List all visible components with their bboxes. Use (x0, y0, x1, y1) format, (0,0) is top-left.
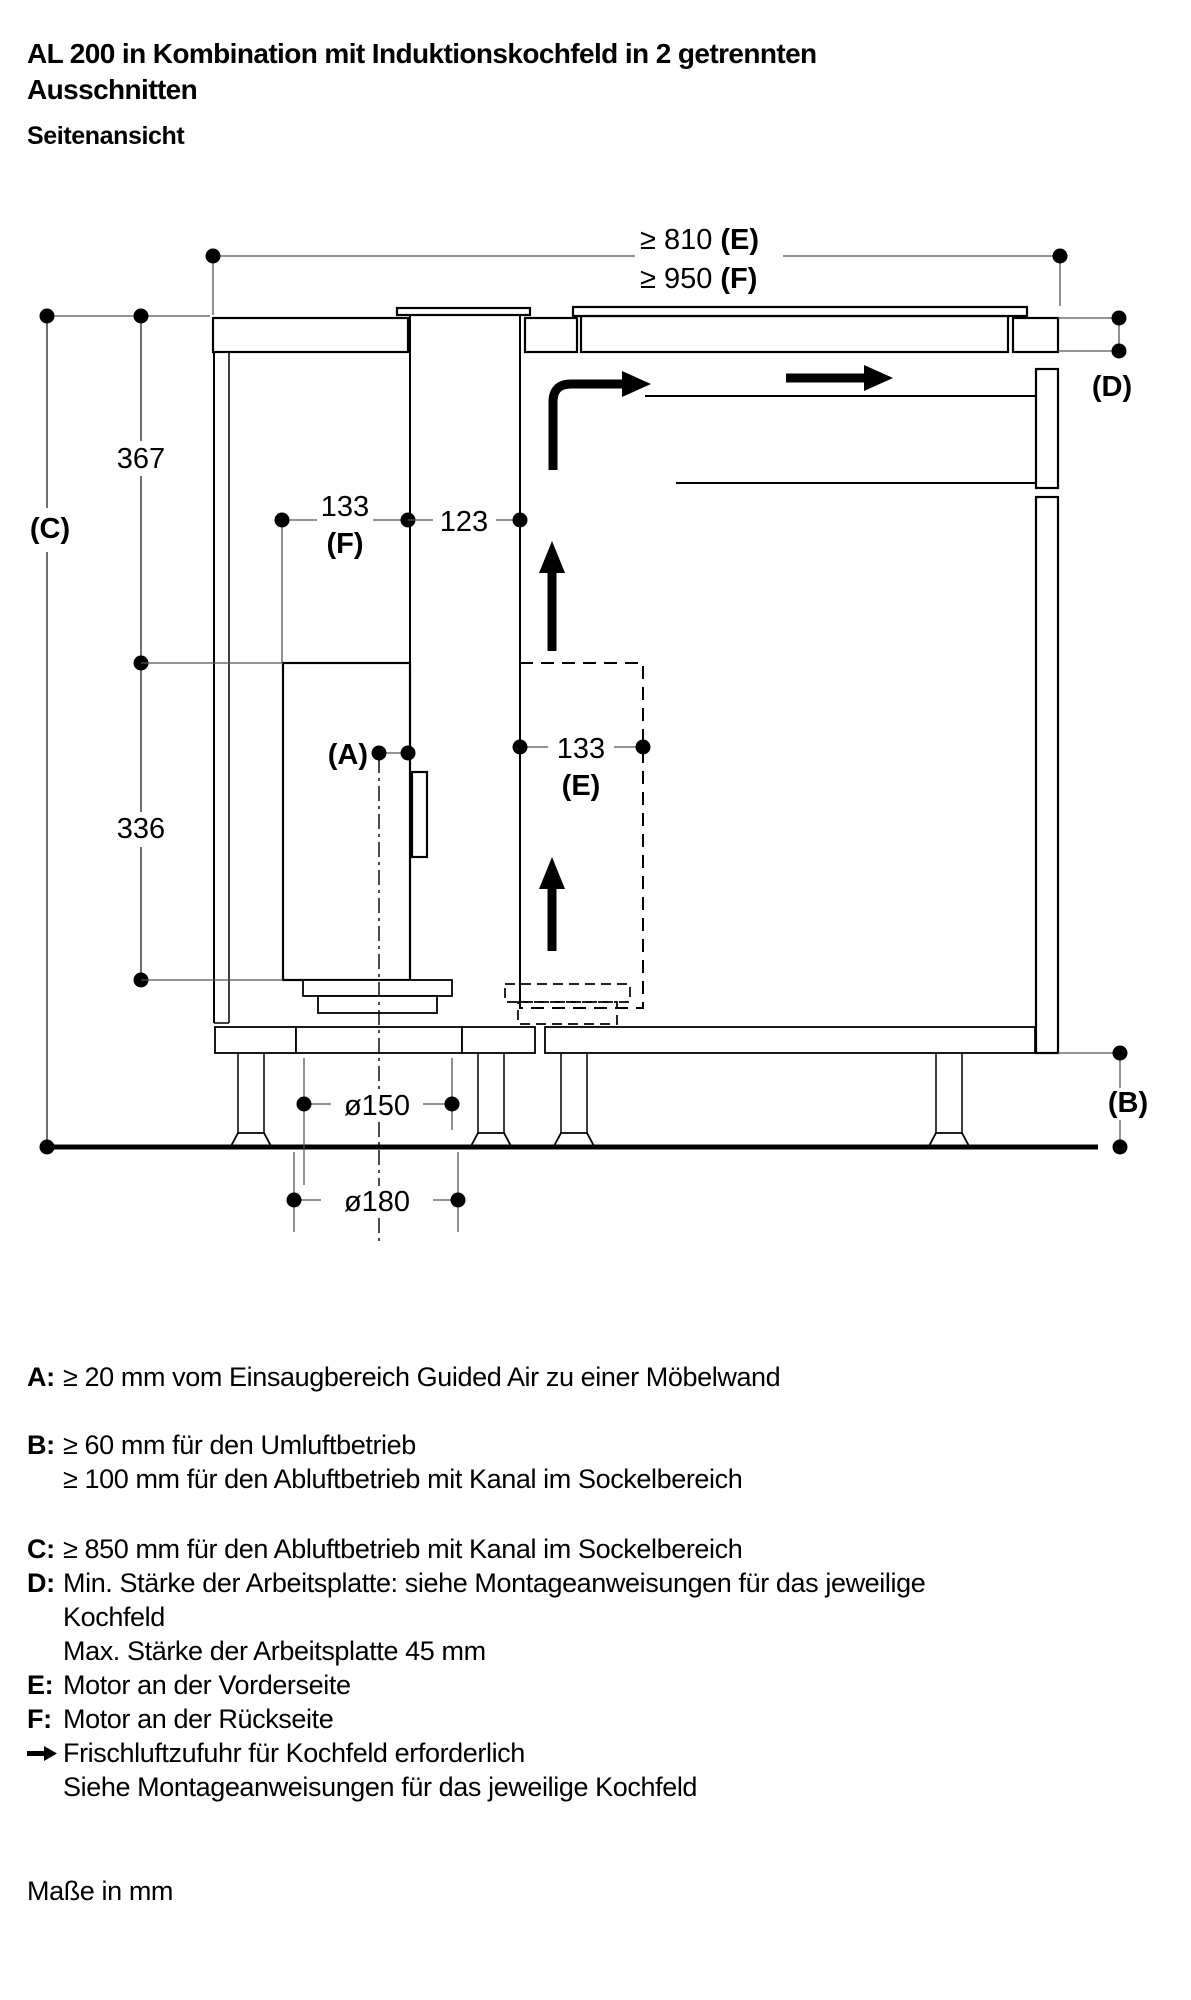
cooktop-body (579, 314, 1010, 354)
worktop-right-hatch (1011, 316, 1060, 354)
airflow-right-arrow-icon (786, 365, 893, 391)
plinth-duct-collar (302, 979, 631, 1025)
dimension-clearance-a: (A) (328, 739, 416, 1246)
airflow-up-arrow-icon (539, 857, 565, 951)
dim-ref-c: (C) (30, 513, 70, 545)
fresh-air-arrow-icon (27, 1736, 63, 1804)
legend-text: ≥ 20 mm vom Einsaugbereich Guided Air zu… (63, 1362, 781, 1392)
legend-text: Motor an der Rückseite (63, 1704, 334, 1734)
foot (927, 1053, 971, 1147)
legend-item-c: C: ≥ 850 mm für den Abluftbetrieb mit Ka… (27, 1532, 1177, 1566)
cabinet-shelves (645, 395, 1036, 484)
dim-dia150: ø150 (344, 1090, 410, 1122)
legend-item-e: E: Motor an der Vorderseite (27, 1668, 1177, 1702)
legend-key-a: A: (27, 1362, 55, 1392)
worktop (211, 316, 1060, 354)
dim-367: 367 (117, 443, 165, 475)
legend-text: Kochfeld (63, 1602, 165, 1632)
dimension-motor-front-width: 133 (E) (512, 733, 651, 802)
left-cabinet-wall (213, 352, 230, 1024)
dim-dia180: ø180 (344, 1186, 410, 1218)
legend-item-f: F: Motor an der Rückseite (27, 1702, 1177, 1736)
induction-cooktop (571, 305, 1029, 354)
dimension-duct-dia-180: ø180 (286, 1152, 466, 1232)
duct-top-grille (395, 306, 532, 317)
dimension-top-width: ≥ 810(E) ≥ 950(F) (205, 224, 1068, 315)
guided-air-intake (410, 770, 429, 859)
legend-key-b: B: (27, 1430, 55, 1460)
plinth-panel (214, 1026, 1036, 1054)
worktop-mid-hatch (523, 316, 579, 354)
airflow-up-arrow-icon (539, 541, 565, 651)
legend-key-f: F: (27, 1704, 52, 1734)
dimension-duct-dia-150: ø150 (296, 1058, 460, 1185)
legend-text: Max. Stärke der Arbeitsplatte 45 mm (63, 1636, 486, 1666)
dimension-worktop-thickness: (D) (1058, 310, 1132, 403)
title-block: AL 200 in Kombination mit Induktionskoch… (27, 36, 817, 151)
foot (469, 1053, 513, 1147)
dimension-motor-rear-width: 133 (F) (274, 491, 416, 663)
dim-top-f: ≥ 950(F) (640, 263, 757, 295)
airflow-arrows (539, 365, 893, 951)
foot (552, 1053, 596, 1147)
view-label: Seitenansicht (27, 122, 185, 150)
dim-336: 336 (117, 813, 165, 845)
cabinet-feet (229, 1053, 971, 1147)
legend-text: ≥ 60 mm für den Umluftbetrieb (63, 1430, 416, 1460)
dim-ref-b: (B) (1108, 1087, 1148, 1119)
legend-key-c: C: (27, 1534, 55, 1564)
foot (229, 1053, 273, 1147)
page-title: AL 200 in Kombination mit Induktionskoch… (27, 36, 817, 108)
legend-text: ≥ 850 mm für den Abluftbetrieb mit Kanal… (63, 1534, 743, 1564)
legend-text: Min. Stärke der Arbeitsplatte: siehe Mon… (63, 1568, 926, 1598)
legend-key-e: E: (27, 1670, 54, 1700)
legend-text: Motor an der Vorderseite (63, 1670, 351, 1700)
legend-item-b: B: ≥ 60 mm für den Umluftbetrieb ≥ 100 m… (27, 1428, 1177, 1496)
legend-text: Frischluftzufuhr für Kochfeld erforderli… (63, 1738, 525, 1768)
legend-item-fresh-air: Frischluftzufuhr für Kochfeld erforderli… (27, 1736, 1177, 1804)
right-cabinet-wall (1034, 367, 1060, 1055)
dim-133e-num: 133 (557, 733, 605, 765)
legend-text: ≥ 100 mm für den Abluftbetrieb mit Kanal… (63, 1464, 743, 1494)
dimension-plinth-height: (B) (1058, 1045, 1148, 1155)
motor-box-front-dashed (519, 662, 644, 1009)
dim-133f-num: 133 (321, 491, 369, 523)
dim-ref-d: (D) (1092, 371, 1132, 403)
worktop-left-hatch (211, 316, 410, 354)
dimension-duct-width: 123 (408, 506, 528, 538)
airflow-elbow-arrow-icon (548, 371, 651, 470)
units-note: Maße in mm (27, 1876, 174, 1906)
legend: A: ≥ 20 mm vom Einsaugbereich Guided Air… (27, 1360, 1177, 1804)
dim-133f-ref: (F) (326, 528, 363, 560)
dim-133e-ref: (E) (562, 770, 601, 802)
dimension-left-heights: (C) 367 336 (30, 308, 283, 1155)
dim-ref-a: (A) (328, 739, 368, 771)
legend-item-a: A: ≥ 20 mm vom Einsaugbereich Guided Air… (27, 1360, 1177, 1394)
legend-item-d: D: Min. Stärke der Arbeitsplatte: siehe … (27, 1566, 1177, 1668)
downdraft-duct (395, 306, 532, 1005)
dim-123: 123 (440, 506, 488, 538)
legend-key-d: D: (27, 1568, 55, 1598)
motor-box-rear (281, 661, 412, 982)
page-title-line1: AL 200 in Kombination mit Induktionskoch… (27, 38, 817, 69)
cooktop-glass (571, 305, 1029, 318)
dim-top-e: ≥ 810(E) (640, 224, 759, 256)
page-title-line2: Ausschnitten (27, 74, 198, 105)
legend-text: Siehe Montageanweisungen für das jeweili… (63, 1772, 698, 1802)
